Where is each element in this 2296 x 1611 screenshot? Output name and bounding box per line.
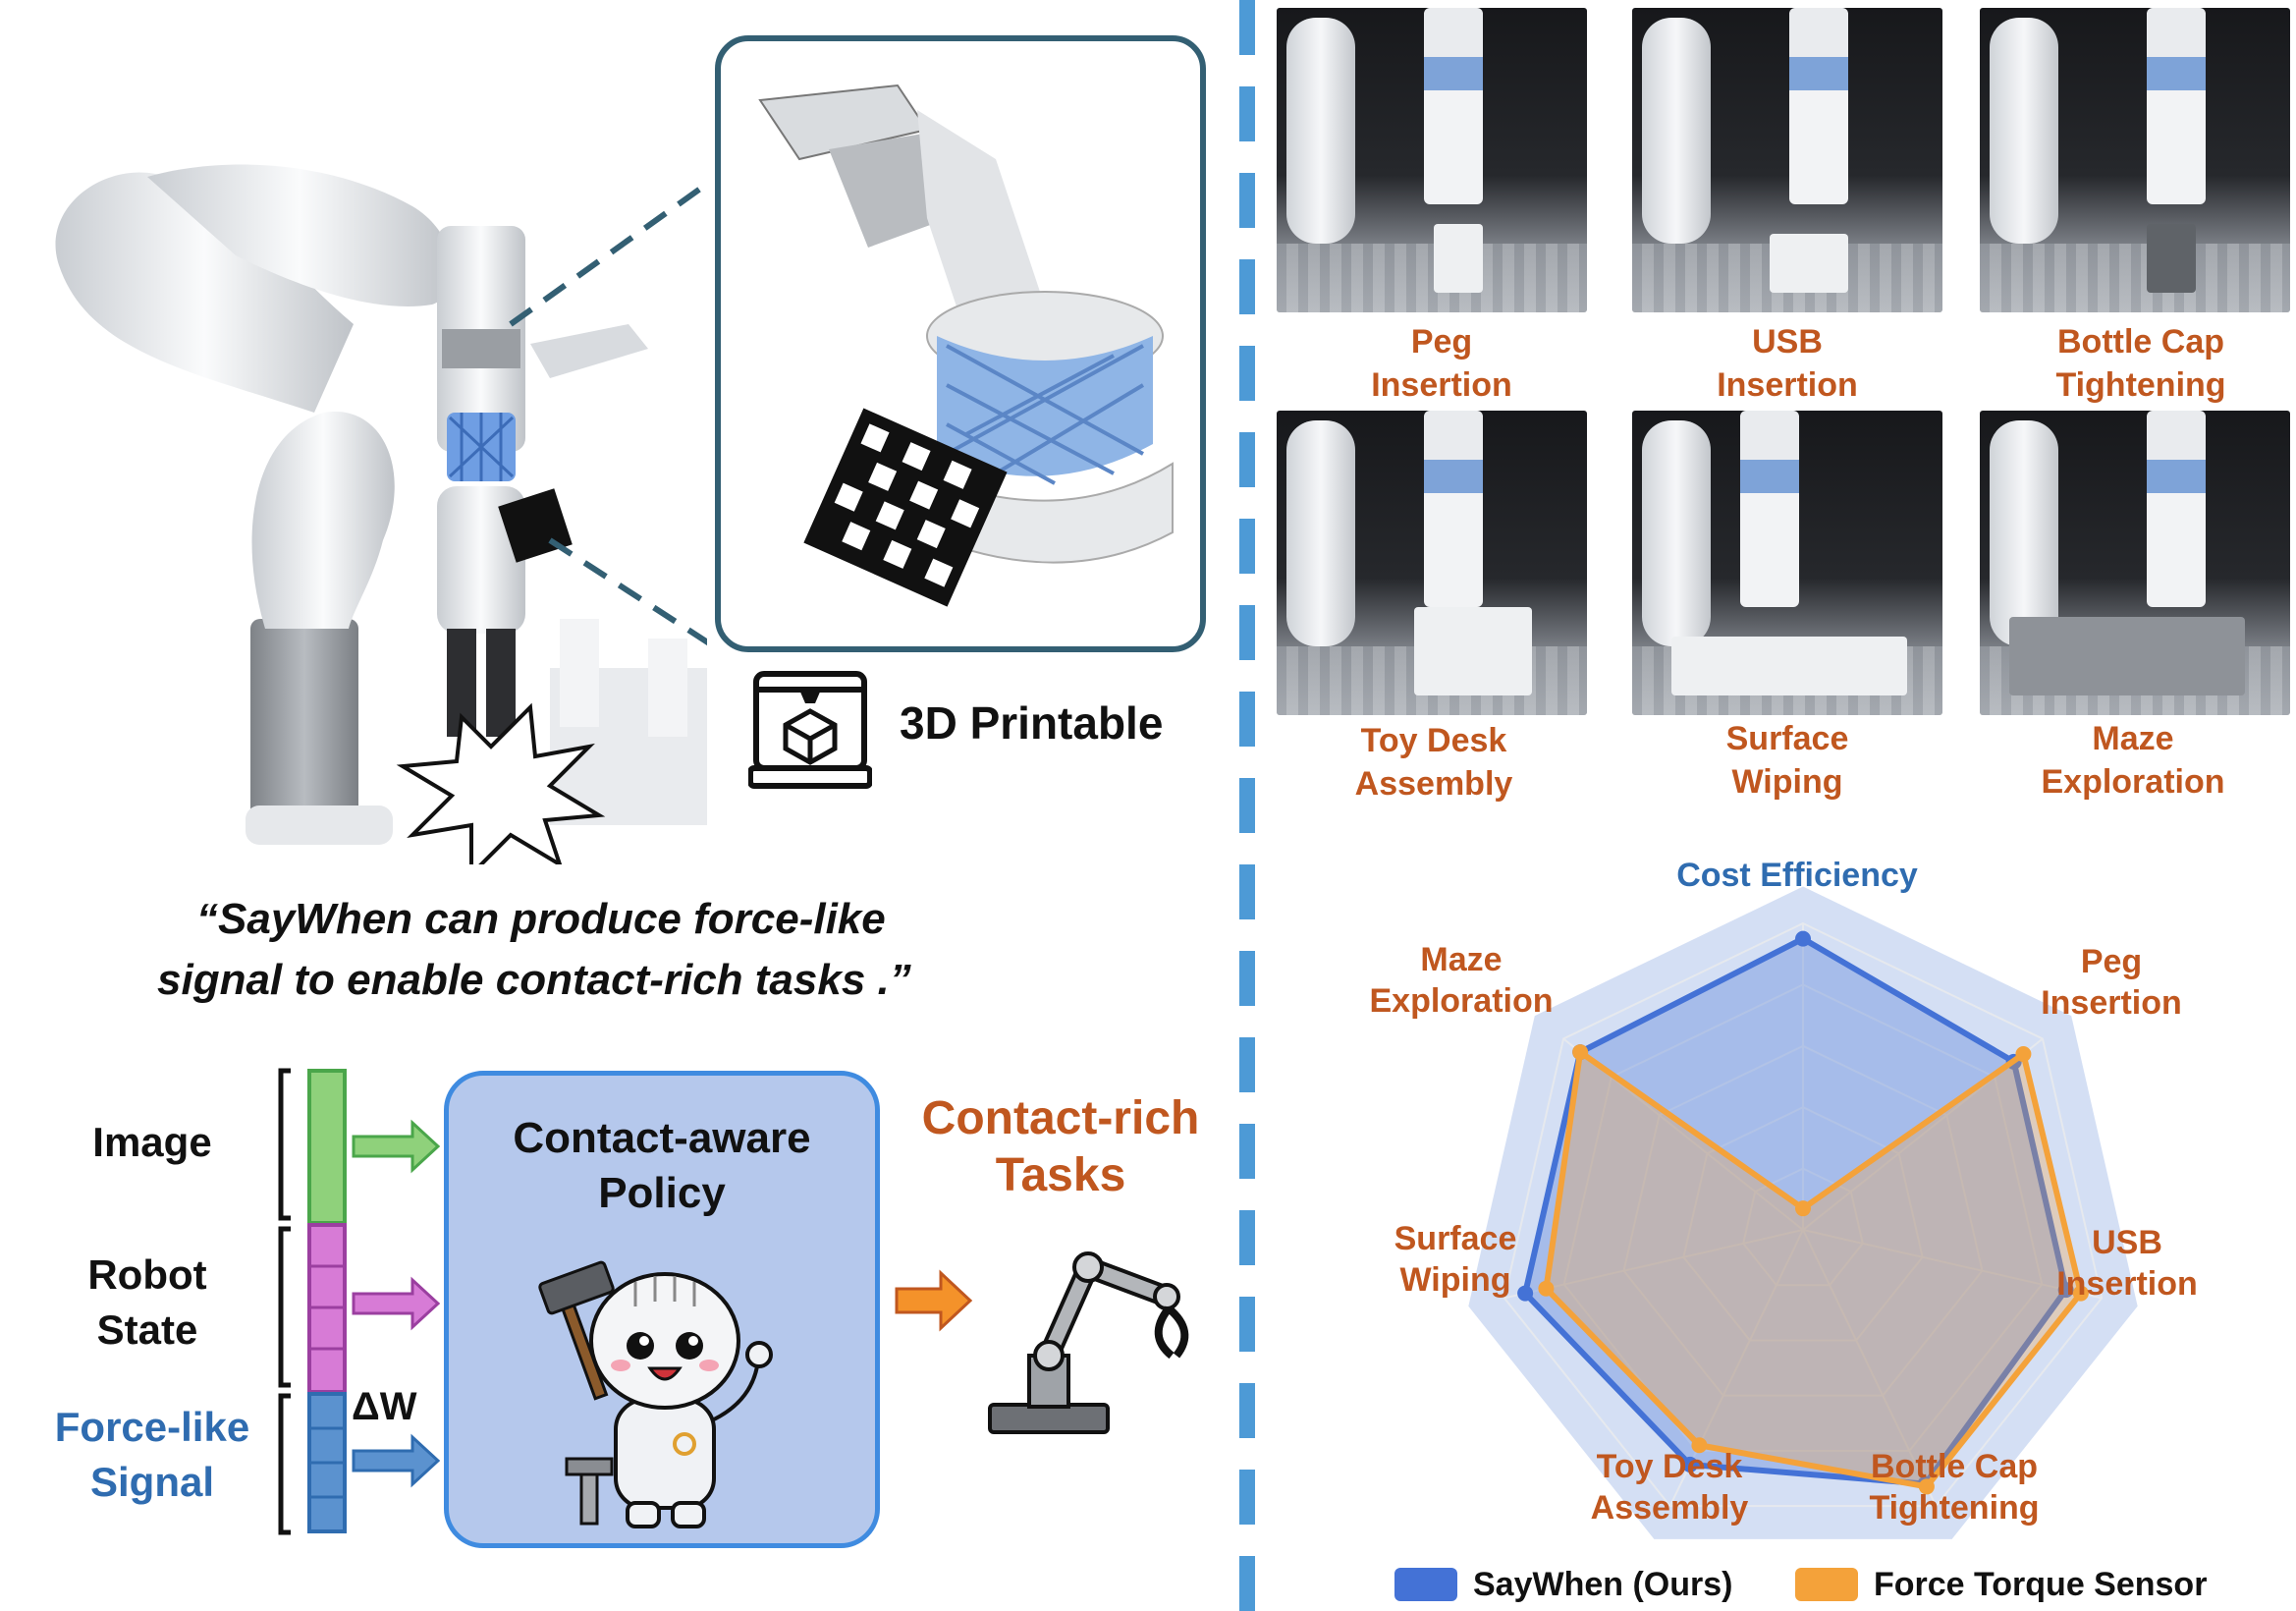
- task-photo-usb: [1632, 8, 1942, 312]
- radar-series-ft-sensor: [1543, 1049, 2084, 1490]
- radar-point: [1691, 1437, 1708, 1454]
- radar-grid-ring: [1562, 983, 2044, 1452]
- policy-title: Contact-aware Policy: [513, 1114, 811, 1217]
- output-area: [895, 1251, 1189, 1434]
- radar-grid-spoke: [1802, 1229, 1938, 1507]
- printable-label: 3D Printable: [900, 697, 1164, 749]
- legend-item-ft-sensor: Force Torque Sensor: [1795, 1566, 2207, 1603]
- radar-grid-spoke: [1802, 1229, 2103, 1300]
- sensor-module-drawing: [758, 83, 1174, 607]
- sensor-zoom-box: [715, 35, 1206, 652]
- robot-arm-illustration: [0, 118, 719, 879]
- radar-point: [1538, 1280, 1555, 1297]
- panel-divider: [1239, 0, 1255, 1611]
- radar-chart: [1468, 886, 2138, 1539]
- legend-swatch-saywhen: [1394, 1568, 1457, 1601]
- policy-box: Contact-aware Policy: [444, 1071, 880, 1548]
- input-label-robot-state: Robot State: [87, 1251, 207, 1353]
- radar-grid-ring: [1503, 921, 2104, 1508]
- legend-item-saywhen: SayWhen (Ours): [1394, 1566, 1732, 1603]
- radar-point: [2072, 1285, 2089, 1302]
- radar-point: [1795, 1200, 1811, 1217]
- radar-grid-ring: [1742, 1167, 1864, 1287]
- robot-arm-drawing: [55, 164, 719, 879]
- quote-text: “SayWhen can produce force-like signal t…: [157, 889, 1041, 1011]
- radar-point: [2057, 1282, 2074, 1299]
- image-token-bar: [307, 1069, 347, 1225]
- input-stack: [278, 1068, 441, 1535]
- radar-axis-label-cost: Cost Efficiency: [1676, 857, 1918, 894]
- 3d-printer-icon: [747, 668, 873, 792]
- radar-grid-spoke: [1503, 1229, 1804, 1300]
- task-photo-peg: [1277, 8, 1587, 312]
- state-arrow-icon: [352, 1276, 441, 1331]
- robot-arm-icon: [988, 1251, 1189, 1434]
- radar-point: [1795, 930, 1811, 947]
- radar-point: [1572, 1044, 1589, 1061]
- radar-point: [2015, 1046, 2032, 1063]
- delta-w-label: ΔW: [352, 1385, 417, 1428]
- output-arrow-icon: [895, 1269, 973, 1332]
- radar-point: [1681, 1456, 1698, 1472]
- task-photo-wiping: [1632, 411, 1942, 715]
- radar-point: [1918, 1478, 1935, 1495]
- force-arrow-icon: [352, 1433, 441, 1488]
- radar-grid-ring: [1682, 1106, 1924, 1342]
- quote-line-1: “SayWhen can produce force-like: [196, 895, 886, 943]
- task-photo-toydesk: [1277, 411, 1587, 715]
- output-title: Contact-rich Tasks: [921, 1092, 1200, 1201]
- image-arrow-icon: [352, 1119, 441, 1174]
- legend-swatch-ft-sensor: [1795, 1568, 1858, 1601]
- radar-series-saywhen: [1522, 935, 2069, 1487]
- robot-mascot-icon: [538, 1260, 773, 1528]
- input-label-image: Image: [92, 1119, 212, 1165]
- quote-line-2: signal to enable contact-rich tasks .”: [157, 956, 911, 1004]
- task-photo-bottle: [1980, 8, 2290, 312]
- radar-point: [1517, 1285, 1534, 1302]
- task-photo-maze: [1980, 411, 2290, 715]
- radar-grid-ring: [1622, 1044, 1984, 1397]
- input-label-force-signal: Force-like Signal: [54, 1404, 250, 1505]
